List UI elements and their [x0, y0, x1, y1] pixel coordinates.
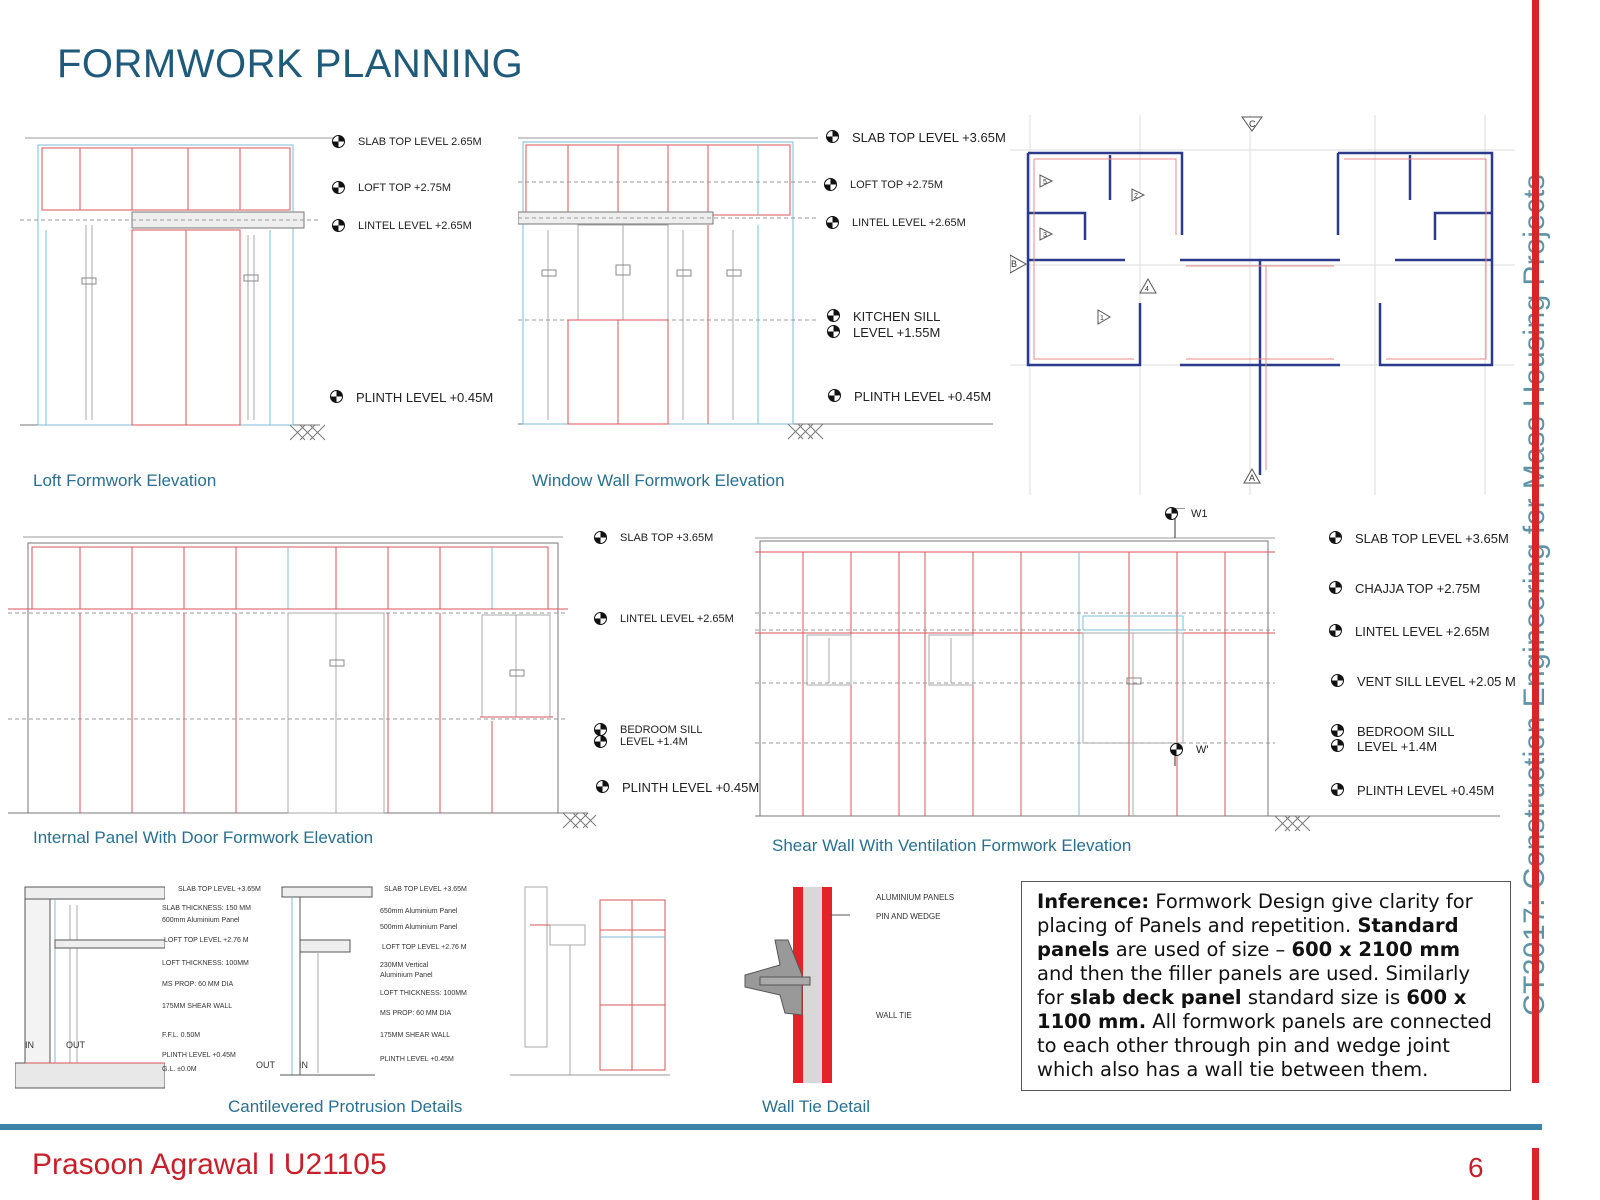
inference-text-2: are used of size – [1109, 938, 1292, 961]
cant2-note-out: OUT [256, 1060, 275, 1070]
internal-bedroom-sill-2: LEVEL +1.4M [594, 735, 688, 748]
loft-lintel-level: LINTEL LEVEL +2.65M [332, 219, 472, 232]
cant1-note-8: PLINTH LEVEL +0.45M [162, 1052, 236, 1059]
walltie-note-aluminium: ALUMINIUM PANELS [876, 893, 955, 902]
window-kitchen-sill-2: LEVEL +1.55M [826, 325, 941, 340]
walltie-note-pin: PIN AND WEDGE [876, 912, 941, 921]
cant1-note-1: SLAB THICKNESS: 150 MM [162, 905, 251, 912]
shear-lintel-level: LINTEL LEVEL +2.65M [1329, 624, 1490, 639]
cant2-note-6: LOFT THICKNESS: 100MM [380, 990, 467, 997]
caption-window: Window Wall Formwork Elevation [532, 471, 785, 490]
loft-loft-level: LOFT TOP +2.75M [331, 181, 452, 194]
window-slab-level: SLAB TOP LEVEL +3.65M [826, 130, 1006, 145]
window-lintel-level: LINTEL LEVEL +2.65M [826, 216, 966, 229]
internal-bedroom-sill-1: BEDROOM SILL [594, 723, 703, 736]
loft-plinth-level: PLINTH LEVEL +0.45M [329, 390, 494, 405]
inference-bold-4: 600 x 1100 mm. [1037, 986, 1467, 1033]
cant1-note-4: LOFT THICKNESS: 100MM [162, 960, 249, 967]
cant2-note-9: PLINTH LEVEL +0.45M [380, 1056, 454, 1063]
inference-bold-1: Standard panels [1037, 914, 1459, 961]
window-kitchen-sill-1: KITCHEN SILL [826, 309, 941, 324]
cant1-note-5: MS PROP: 60 MM DIA [162, 981, 234, 988]
cant1-note-out: OUT [66, 1040, 85, 1050]
cant1-note-3: LOFT TOP LEVEL +2.76 M [164, 937, 249, 944]
footer-divider [0, 1124, 1542, 1130]
caption-loft: Loft Formwork Elevation [33, 471, 217, 490]
loft-elevation-drawing [20, 137, 335, 441]
caption-cantilever: Cantilevered Protrusion Details [228, 1097, 463, 1116]
inference-text-4: standard size is [1241, 986, 1407, 1009]
shear-plinth-level: PLINTH LEVEL +0.45M [1330, 783, 1495, 798]
loft-slab-level: SLAB TOP LEVEL 2.65M [332, 135, 482, 148]
caption-walltie: Wall Tie Detail [762, 1097, 871, 1116]
cantilever-detail-1-drawing [15, 886, 165, 1089]
page-title: FORMWORK PLANNING [57, 42, 524, 86]
red-vertical-rule [1532, 0, 1539, 1083]
cantilever-detail-2-drawing [280, 886, 375, 1076]
window-loft-level: LOFT TOP +2.75M [823, 178, 944, 191]
caption-shear: Shear Wall With Ventilation Formwork Ele… [772, 836, 1132, 855]
author-name: Prasoon Agrawal I U21105 [32, 1148, 387, 1181]
cant2-note-0: SLAB TOP LEVEL +3.65M [384, 886, 467, 893]
cant1-note-6: 175MM SHEAR WALL [162, 1003, 233, 1010]
internal-lintel-level: LINTEL LEVEL +2.65M [594, 612, 734, 625]
inference-label: Inference: [1037, 890, 1150, 913]
inference-text-3: and then the filler panels are used. Sim… [1037, 962, 1471, 1009]
cant2-note-3: LOFT TOP LEVEL +2.76 M [382, 944, 467, 951]
cant1-note-7: F.F.L. 0.50M [162, 1032, 201, 1039]
internal-plinth-level: PLINTH LEVEL +0.45M [595, 780, 760, 795]
plan-mark-2: 2 [1134, 193, 1138, 200]
shear-bedroom-sill-2: LEVEL +1.4M [1330, 739, 1438, 754]
plan-mark-4: 4 [1145, 286, 1149, 293]
cant2-note-5: Aluminium Panel [380, 972, 433, 979]
cant1-note-9: G.L. ±0.0M [162, 1066, 197, 1073]
cant2-note-1: 650mm Aluminium Panel [380, 908, 458, 915]
inference-bold-3: slab deck panel [1070, 986, 1242, 1009]
cant2-note-8: 175MM SHEAR WALL [380, 1032, 451, 1039]
internal-door-elevation-drawing [8, 536, 597, 829]
plan-mark-c: C [1249, 119, 1256, 129]
plan-mark-a: A [1249, 473, 1255, 483]
inference-box: Inference: Formwork Design give clarity … [1021, 881, 1511, 1091]
walltie-note-tie: WALL TIE [876, 1011, 912, 1020]
plan-mark-1: 1 [1100, 315, 1104, 322]
window-plinth-level: PLINTH LEVEL +0.45M [827, 389, 992, 404]
caption-internal: Internal Panel With Door Formwork Elevat… [33, 828, 374, 847]
cant2-note-2: 500mm Aluminium Panel [380, 924, 458, 931]
cant2-note-4: 230MM Vertical [380, 962, 429, 969]
shear-slab-level: SLAB TOP LEVEL +3.65M [1329, 531, 1509, 546]
cant1-note-2: 600mm Aluminium Panel [162, 917, 240, 924]
floor-plan-drawing: C A B 5 3 2 4 1 [1010, 115, 1515, 495]
shear-vent-sill-level: VENT SILL LEVEL +2.05 M [1331, 674, 1516, 689]
cant2-note-in: IN [299, 1060, 308, 1070]
cantilever-detail-3-drawing [510, 886, 670, 1076]
cant1-note-in: IN [25, 1040, 34, 1050]
inference-text-1: Formwork Design give clarity for placing… [1037, 890, 1473, 937]
wall-tie-drawing [744, 887, 850, 1083]
shear-w1-mark: W1 [1165, 507, 1208, 520]
plan-mark-b: B [1011, 259, 1017, 269]
internal-slab-level: SLAB TOP +3.65M [593, 531, 714, 544]
red-vertical-rule-bottom [1532, 1148, 1539, 1200]
plan-mark-5: 5 [1043, 179, 1047, 186]
inference-bold-2: 600 x 2100 mm [1291, 938, 1461, 961]
shear-w2-mark: W' [1168, 743, 1209, 756]
window-elevation-drawing [518, 137, 993, 440]
shear-chajja-level: CHAJJA TOP +2.75M [1328, 581, 1481, 596]
cant1-note-0: SLAB TOP LEVEL +3.65M [178, 886, 261, 893]
cant2-note-7: MS PROP: 60 MM DIA [380, 1010, 452, 1017]
page-number: 6 [1468, 1152, 1484, 1183]
shear-bedroom-sill-1: BEDROOM SILL [1331, 724, 1455, 739]
inference-text-5: All formwork panels are connected to eac… [1037, 1010, 1492, 1081]
shear-wall-elevation-drawing [755, 508, 1500, 832]
plan-mark-3: 3 [1043, 232, 1047, 239]
